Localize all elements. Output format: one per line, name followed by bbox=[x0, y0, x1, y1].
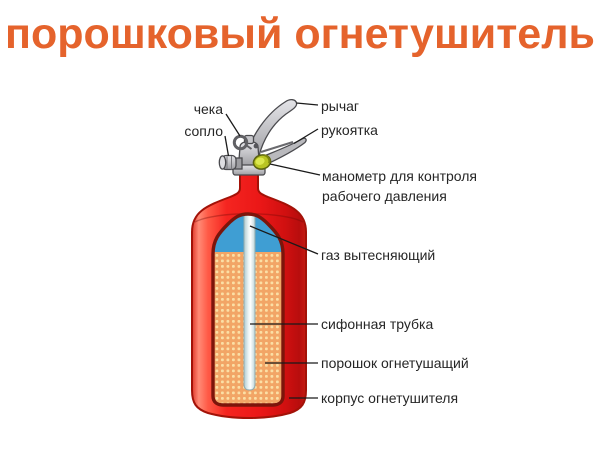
label-cheka: чека bbox=[193, 101, 223, 117]
gauge-band bbox=[264, 154, 271, 164]
nozzle-tip bbox=[218, 155, 227, 170]
label-poroshok: порошок огнетушащий bbox=[321, 355, 469, 371]
pressure-gauge bbox=[252, 154, 272, 170]
label-korpus: корпус огнетушителя bbox=[321, 390, 459, 406]
page-title: порошковый огнетушитель bbox=[5, 10, 595, 58]
label-rukoyatka: рукоятка bbox=[321, 122, 378, 138]
valve-assembly bbox=[218, 99, 307, 176]
line-manometr bbox=[269, 163, 321, 176]
line-gaz bbox=[249, 225, 319, 255]
line-soplo bbox=[224, 135, 230, 157]
label-gaz: газ вытесняющий bbox=[321, 247, 436, 263]
cutaway-outline bbox=[211, 212, 285, 407]
lever-bolt bbox=[253, 143, 259, 149]
label-soplo: сопло bbox=[184, 123, 223, 139]
gauge-face bbox=[255, 157, 265, 165]
safety-pin bbox=[245, 144, 253, 150]
trigger-rod bbox=[260, 141, 294, 153]
line-cheka bbox=[225, 113, 241, 137]
label-sifon: сифонная трубка bbox=[321, 316, 434, 332]
leader-lines bbox=[224, 102, 321, 399]
line-rychag bbox=[296, 102, 319, 106]
siphon-tube bbox=[243, 214, 256, 391]
line-rukoyatka bbox=[293, 128, 319, 145]
label-manometr: манометр для контроля рабочего давления bbox=[322, 168, 477, 204]
label-rychag: рычаг bbox=[321, 98, 360, 114]
safety-pin-ring bbox=[232, 134, 249, 151]
